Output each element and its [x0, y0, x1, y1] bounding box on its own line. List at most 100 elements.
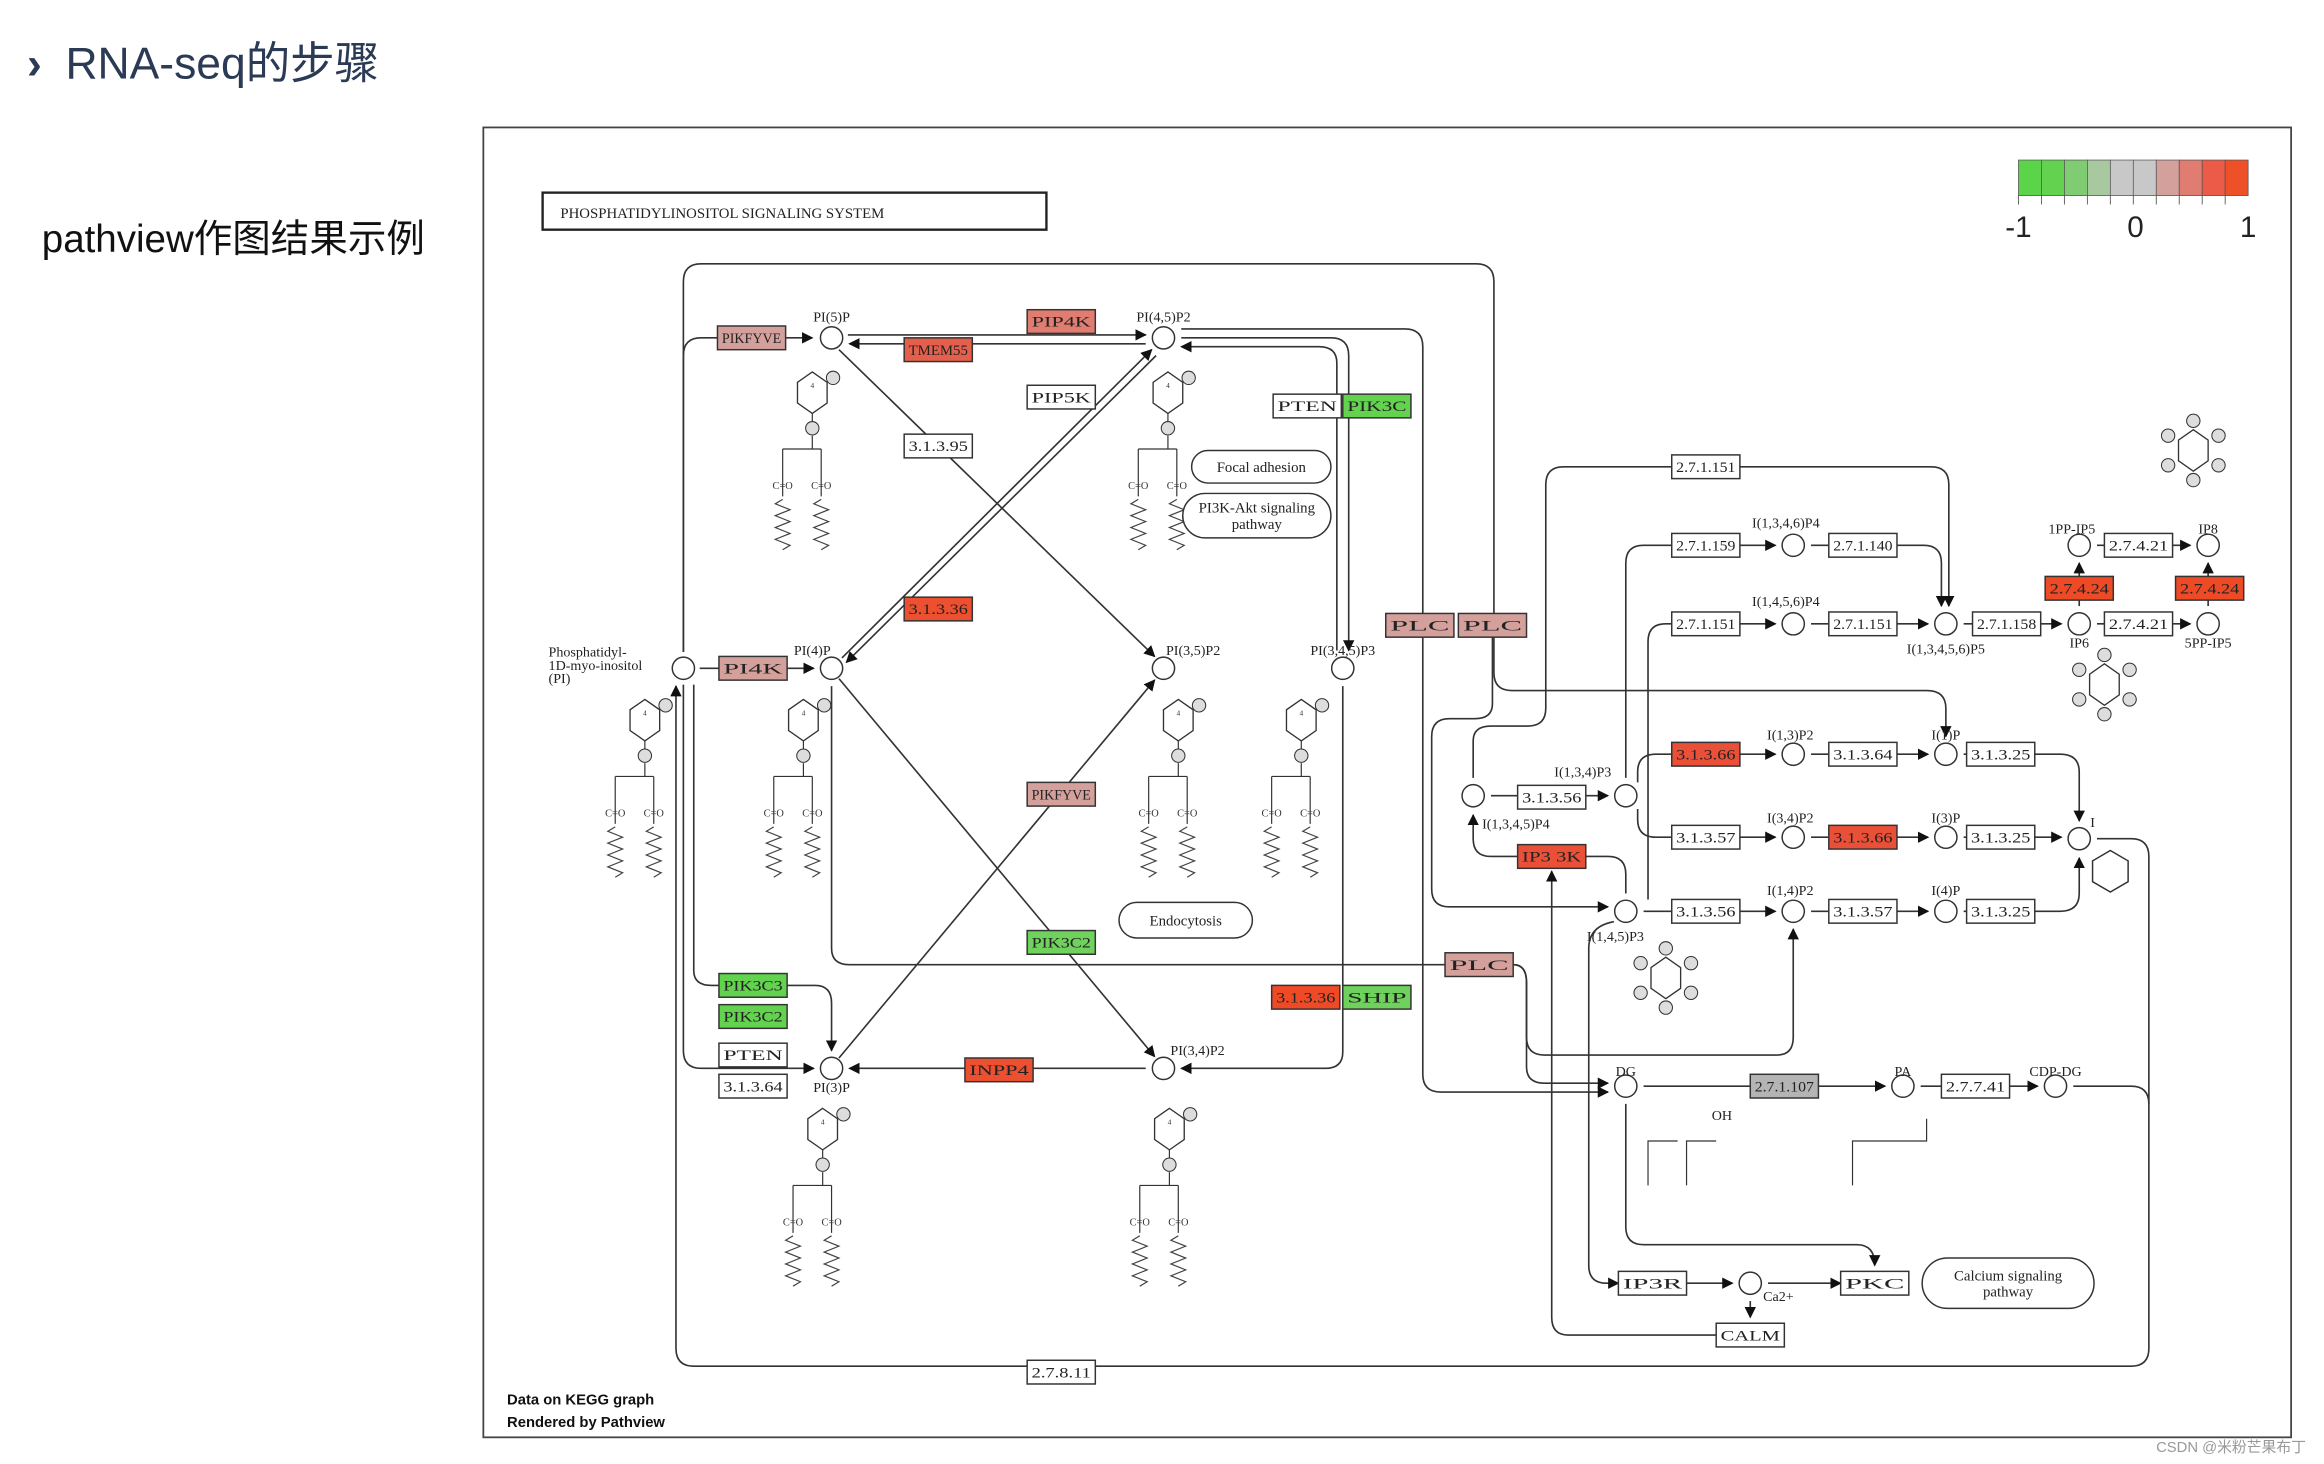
gene-label: 3.1.3.56: [1676, 904, 1735, 920]
compound-node[interactable]: IP8: [2196, 521, 2220, 558]
pathway-title: PHOSPHATIDYLINOSITOL SIGNALING SYSTEM: [560, 206, 884, 222]
gene-label: PIK3C2: [1032, 936, 1091, 952]
compound-node[interactable]: PI(3,4)P2: [1151, 1043, 1225, 1081]
gene-node[interactable]: 2.7.1.151: [1670, 611, 1741, 637]
gene-label: 2.7.4.24: [2180, 581, 2240, 597]
gene-node[interactable]: PIK3C: [1342, 393, 1412, 419]
compound-label: I(1)P: [1931, 727, 1960, 743]
gene-node[interactable]: 2.7.8.11: [1026, 1359, 1097, 1385]
compound-node[interactable]: I(3)P: [1931, 810, 1960, 850]
compound-node[interactable]: I(1,3,4,5)P4: [1461, 783, 1550, 833]
gene-node[interactable]: PIP4K: [1026, 308, 1097, 335]
compound-node[interactable]: PA: [1891, 1064, 1915, 1098]
compound-node[interactable]: I(4)P: [1931, 883, 1960, 924]
gene-node[interactable]: PKC: [1839, 1270, 1910, 1296]
gene-node[interactable]: CALM: [1715, 1322, 1786, 1348]
compound-label: Phosphatidyl-: [549, 644, 627, 660]
compound-node[interactable]: DG: [1613, 1064, 1638, 1098]
gene-node[interactable]: 2.7.4.24: [2174, 575, 2245, 601]
gene-label: PTEN: [1278, 399, 1338, 415]
gene-node[interactable]: PLC: [1457, 612, 1528, 638]
linked-pathway-link[interactable]: Focal adhesion: [1190, 449, 1332, 484]
gene-node[interactable]: IP3 3K: [1516, 843, 1587, 870]
compound-node[interactable]: I(1,3)P2: [1767, 727, 1814, 767]
gene-node[interactable]: 3.1.3.57: [1828, 898, 1898, 924]
gene-node[interactable]: 3.1.3.36: [903, 596, 974, 622]
gene-node[interactable]: 3.1.3.64: [1828, 741, 1898, 767]
compound-node[interactable]: I(1,4,5)P3: [1587, 899, 1644, 945]
compound-node[interactable]: I(1,4)P2: [1767, 883, 1814, 924]
gene-label: PLC: [1390, 618, 1450, 634]
gene-node[interactable]: 3.1.3.36: [1270, 984, 1341, 1010]
compound-node[interactable]: PI(4,5)P2: [1136, 310, 1191, 350]
compound-node[interactable]: I(1)P: [1931, 727, 1960, 767]
compound-label: PI(4,5)P2: [1136, 310, 1190, 326]
gene-node[interactable]: PTEN: [1272, 393, 1343, 419]
gene-node[interactable]: SHIP: [1342, 984, 1412, 1010]
gene-node[interactable]: PLC: [1385, 612, 1455, 638]
gene-node[interactable]: 2.7.1.107: [1749, 1073, 1820, 1099]
gene-node[interactable]: 2.7.4.21: [2103, 611, 2174, 637]
gene-node[interactable]: 3.1.3.25: [1965, 898, 2036, 924]
gene-node[interactable]: 2.7.7.41: [1940, 1073, 2011, 1099]
compound-node[interactable]: I(3,4)P2: [1767, 810, 1814, 850]
gene-node[interactable]: IP3R: [1617, 1270, 1688, 1296]
compound-node[interactable]: Phosphatidyl-1D-myo-inositol(PI): [549, 644, 696, 687]
gene-node[interactable]: PTEN: [718, 1042, 788, 1068]
compound-node[interactable]: I(1,3,4,6)P4: [1752, 516, 1820, 558]
gene-node[interactable]: PIP5K: [1026, 384, 1097, 410]
gene-node[interactable]: PIK3C2: [1026, 929, 1097, 956]
compound-node[interactable]: PI(3)P: [813, 1056, 850, 1096]
gene-node[interactable]: 3.1.3.56: [1670, 898, 1741, 924]
compound-label: PI(5)P: [813, 310, 850, 326]
gene-node[interactable]: 2.7.1.140: [1828, 532, 1898, 558]
compound-node[interactable]: PI(5)P: [813, 310, 850, 350]
compound-label: I(1,4,5)P3: [1587, 929, 1644, 945]
compound-node[interactable]: I(1,3,4)P3: [1554, 764, 1638, 808]
gene-node[interactable]: 3.1.3.66: [1670, 741, 1741, 767]
gene-node[interactable]: PLC: [1444, 952, 1514, 978]
compound-node[interactable]: I: [2067, 815, 2095, 851]
gene-node[interactable]: 3.1.3.25: [1965, 741, 2036, 767]
gene-node[interactable]: 3.1.3.95: [903, 433, 974, 459]
gene-node[interactable]: PIK3C3: [718, 972, 788, 998]
gene-node[interactable]: INPP4: [964, 1057, 1034, 1083]
compound-node[interactable]: 1PP-IP5: [2048, 521, 2095, 558]
compound-node[interactable]: I(1,4,5,6)P4: [1752, 594, 1820, 636]
gene-node[interactable]: PIK3C2: [718, 1003, 788, 1030]
compound-label: 5PP-IP5: [2185, 636, 2232, 652]
gene-node[interactable]: 3.1.3.25: [1965, 824, 2036, 850]
gene-label: 3.1.3.36: [909, 602, 968, 618]
linked-pathway-link[interactable]: Endocytosis: [1118, 901, 1254, 939]
gene-node[interactable]: 3.1.3.66: [1828, 824, 1898, 850]
compound-node[interactable]: PI(4)P: [794, 643, 844, 681]
compound-node[interactable]: PI(3,5)P2: [1151, 643, 1220, 681]
compound-node[interactable]: PI(3,4,5)P3: [1310, 643, 1375, 681]
gene-node[interactable]: 2.7.1.151: [1670, 454, 1741, 480]
gene-node[interactable]: TMEM55: [903, 337, 974, 363]
gene-label: 2.7.1.140: [1833, 538, 1892, 554]
gene-node[interactable]: 3.1.3.56: [1516, 784, 1587, 810]
gene-node[interactable]: 2.7.4.21: [2103, 532, 2174, 558]
gene-node[interactable]: PIKFYVE: [716, 325, 787, 351]
gene-node[interactable]: PI4K: [718, 655, 788, 681]
compound-node[interactable]: Ca2+: [1738, 1271, 1794, 1305]
gene-label: PIKFYVE: [722, 331, 781, 347]
gene-node[interactable]: 3.1.3.57: [1670, 824, 1741, 850]
compound-label: PI(3,4)P2: [1170, 1043, 1224, 1059]
gene-node[interactable]: 2.7.1.151: [1828, 611, 1898, 637]
compound-label: DG: [1616, 1064, 1636, 1080]
gene-node[interactable]: PIKFYVE: [1026, 781, 1097, 807]
gene-label: 2.7.4.24: [2050, 581, 2110, 597]
compound-node[interactable]: IP6: [2067, 611, 2092, 652]
compound-node[interactable]: I(1,3,4,5,6)P5: [1907, 611, 1985, 658]
gene-node[interactable]: 2.7.1.159: [1670, 532, 1741, 558]
gene-node[interactable]: 3.1.3.64: [718, 1073, 788, 1099]
gene-node[interactable]: 2.7.4.24: [2044, 575, 2115, 601]
legend-swatch: [2132, 159, 2157, 196]
compound-node[interactable]: CDP-DG: [2029, 1064, 2082, 1098]
compound-node[interactable]: 5PP-IP5: [2185, 611, 2232, 652]
gene-node[interactable]: 2.7.1.158: [1971, 611, 2042, 637]
